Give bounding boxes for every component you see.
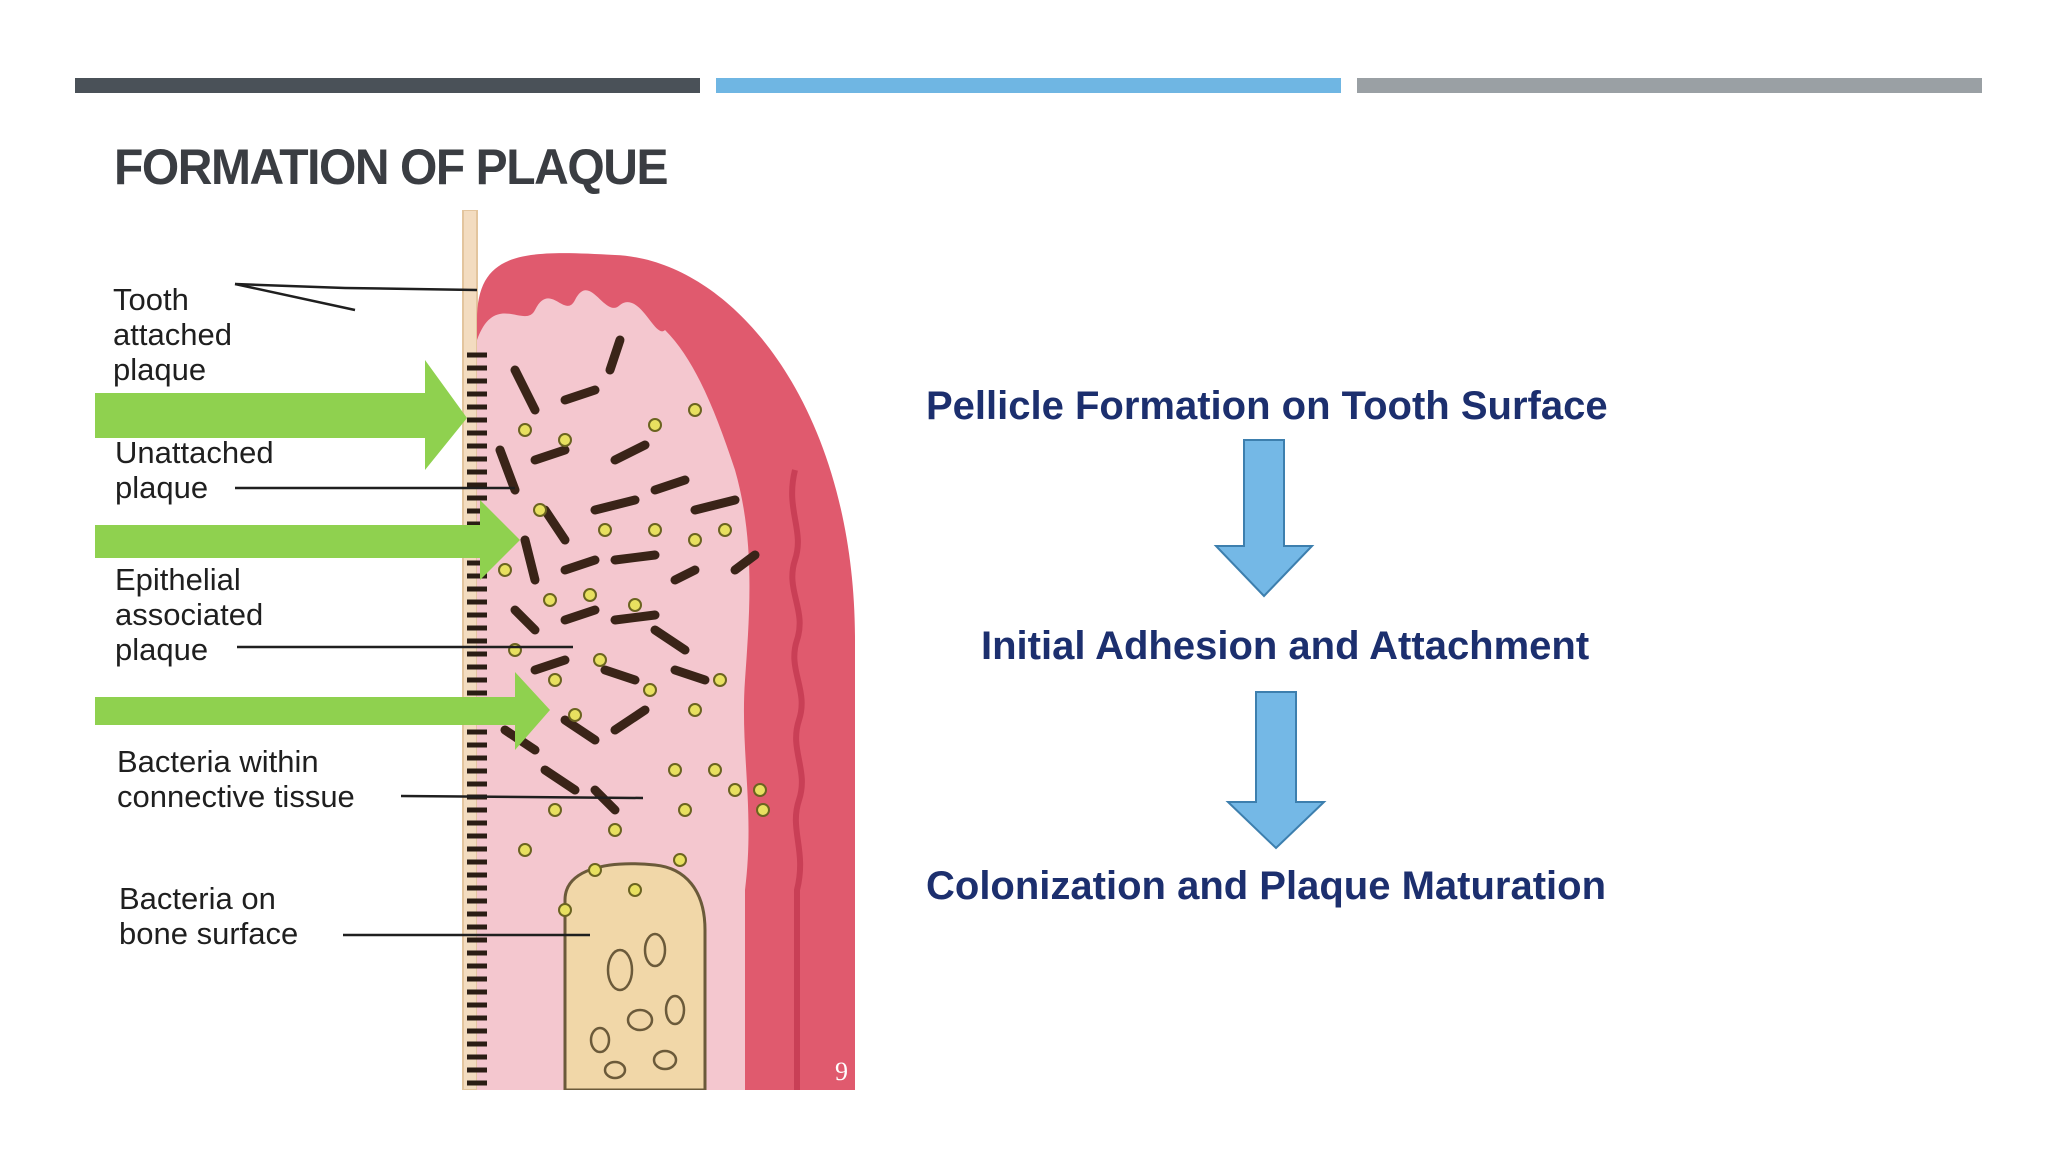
bacterial-rod	[530, 445, 570, 465]
bacterial-coccus	[673, 853, 687, 867]
header-bar-dark	[75, 78, 700, 93]
bone	[563, 862, 707, 1090]
bacterial-rod	[610, 440, 650, 465]
bacterial-coccus	[608, 823, 622, 837]
bacterial-coccus	[518, 423, 532, 437]
label-epithelial-associated-plaque: Epithelial associated plaque	[115, 562, 264, 667]
bacterial-rod	[590, 785, 620, 815]
bacterial-rod	[610, 550, 660, 565]
bone-spaces	[589, 932, 686, 1080]
bacterial-rod	[670, 565, 700, 585]
bacterial-coccus	[588, 863, 602, 877]
slide-title: FORMATION OF PLAQUE	[114, 139, 668, 195]
bacterial-coccus	[753, 783, 767, 797]
green-arrow-2	[95, 500, 520, 580]
bacterial-coccus	[548, 673, 562, 687]
bacterial-coccus	[543, 593, 557, 607]
bacterial-coccus	[688, 533, 702, 547]
bacterial-coccus	[558, 903, 572, 917]
bacterial-coccus	[648, 418, 662, 432]
bacterial-coccus	[558, 433, 572, 447]
page-mark: 9	[835, 1057, 848, 1086]
epithelium-edge	[789, 469, 805, 1090]
bacterial-coccus	[498, 563, 512, 577]
bacterial-coccus	[548, 803, 562, 817]
bacterial-rod	[540, 505, 570, 545]
flow-step-colonization: Colonization and Plaque Maturation	[926, 864, 1606, 908]
bacterial-rod	[560, 385, 600, 405]
bacterial-rod	[520, 535, 540, 585]
bacterial-rod	[610, 610, 660, 625]
flow-arrow-down-1	[1213, 439, 1315, 598]
bacterial-rod	[650, 625, 690, 655]
green-arrow-3	[95, 672, 550, 750]
flow-arrow-down-2	[1225, 691, 1327, 850]
bacterial-rod	[560, 605, 600, 625]
plaque-diagram: 9 Tooth attached plaque Unattached plaqu…	[95, 210, 865, 1090]
bacterial-coccus	[583, 588, 597, 602]
bacterial-coccus	[628, 598, 642, 612]
header-bar-blue	[716, 78, 1341, 93]
bacterial-coccus	[628, 883, 642, 897]
label-leader-lines	[234, 282, 644, 937]
bacterial-rod	[670, 665, 710, 685]
bacterial-rod	[560, 715, 600, 745]
bacterial-coccus	[643, 683, 657, 697]
bacterial-coccus	[668, 763, 682, 777]
flow-step-pellicle: Pellicle Formation on Tooth Surface	[926, 384, 1608, 428]
header-bar-gray	[1357, 78, 1982, 93]
plaque-illustration: 9	[95, 210, 855, 1090]
bacterial-coccus	[688, 403, 702, 417]
bacterial-rod	[730, 550, 760, 575]
bacterial-coccus	[688, 703, 702, 717]
bacterial-coccus	[533, 503, 547, 517]
bacterial-coccus	[648, 523, 662, 537]
label-tooth-attached-plaque: Tooth attached plaque	[113, 282, 232, 387]
bacterial-coccus	[718, 523, 732, 537]
bacterial-rod	[510, 605, 540, 635]
bacterial-coccus	[708, 763, 722, 777]
label-bacteria-connective-tissue: Bacteria within connective tissue	[117, 744, 355, 814]
bacterial-rod	[530, 655, 570, 675]
bacterial-coccus	[593, 653, 607, 667]
bacterial-rod	[510, 365, 540, 415]
bacterial-rod	[590, 495, 640, 515]
label-bacteria-bone-surface: Bacteria on bone surface	[119, 881, 299, 951]
bacterial-rod	[610, 705, 650, 735]
bacterial-coccus	[713, 673, 727, 687]
bacterial-rod	[605, 335, 625, 375]
bacterial-rod	[690, 495, 740, 515]
bacterial-rod	[560, 555, 600, 575]
bacterial-rod	[650, 475, 690, 495]
green-pointer-arrows	[95, 360, 550, 750]
bacterial-rod	[540, 765, 580, 795]
bacterial-coccus	[598, 523, 612, 537]
bacterial-coccus	[518, 843, 532, 857]
green-arrow-1	[95, 360, 467, 470]
bacterial-coccus	[728, 783, 742, 797]
flow-step-adhesion: Initial Adhesion and Attachment	[981, 624, 1590, 668]
bacterial-rod	[495, 445, 520, 495]
bacterial-rod	[600, 665, 640, 685]
tooth-surface	[462, 210, 478, 1090]
bacterial-coccus	[568, 708, 582, 722]
bacterial-coccus	[678, 803, 692, 817]
label-unattached-plaque: Unattached plaque	[115, 435, 274, 505]
bacterial-coccus	[756, 803, 770, 817]
